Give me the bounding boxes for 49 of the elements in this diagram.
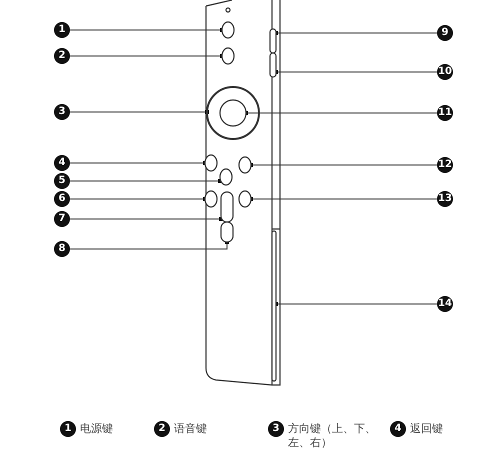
ok-button <box>219 99 247 127</box>
side-key <box>269 52 277 78</box>
home-button <box>219 168 233 186</box>
leader-line <box>274 70 438 74</box>
volume-up-key <box>220 191 234 223</box>
callout-number: 2 <box>54 48 70 64</box>
key-name: 电源键 <box>80 422 113 436</box>
callout-number: 12 <box>437 157 453 173</box>
callout-number: 10 <box>437 64 453 80</box>
key-name: 语音键 <box>174 422 207 436</box>
leader-line <box>70 179 222 183</box>
leader-line <box>274 31 438 35</box>
callout-number: 11 <box>437 105 453 121</box>
side-edge <box>271 230 277 382</box>
leader-line <box>249 197 438 201</box>
callout-number: 8 <box>54 241 70 257</box>
round-button <box>238 190 252 208</box>
leader-line <box>274 302 438 306</box>
callout-number: 7 <box>54 211 70 227</box>
leader-line <box>70 110 209 114</box>
leader-line <box>70 217 223 221</box>
callout-number: 14 <box>437 296 453 312</box>
callout-number: 1 <box>60 421 76 437</box>
leader-line <box>244 111 438 115</box>
callout-number: 3 <box>268 421 284 437</box>
callout-number: 6 <box>54 191 70 207</box>
round-button <box>204 190 218 208</box>
key-name: 返回键 <box>410 422 443 436</box>
callout-number: 4 <box>390 421 406 437</box>
leader-line <box>70 54 224 58</box>
callout-number: 3 <box>54 104 70 120</box>
side-key <box>269 28 277 54</box>
back-button <box>204 154 218 172</box>
key-name: 方向键（上、下、左、右） <box>288 422 377 450</box>
callout-number: 1 <box>54 22 70 38</box>
power-button <box>221 21 235 39</box>
callout-number: 5 <box>54 173 70 189</box>
leader-line <box>70 197 207 201</box>
direction-ring <box>206 86 260 140</box>
callout-number: 4 <box>54 155 70 171</box>
callout-number: 9 <box>437 25 453 41</box>
callout-number: 2 <box>154 421 170 437</box>
menu-button <box>238 156 252 174</box>
voice-button <box>221 47 235 65</box>
leader-line <box>70 161 207 165</box>
volume-down-key <box>220 221 234 243</box>
leader-line <box>249 163 438 167</box>
leader-line <box>70 28 224 32</box>
callout-number: 13 <box>437 191 453 207</box>
